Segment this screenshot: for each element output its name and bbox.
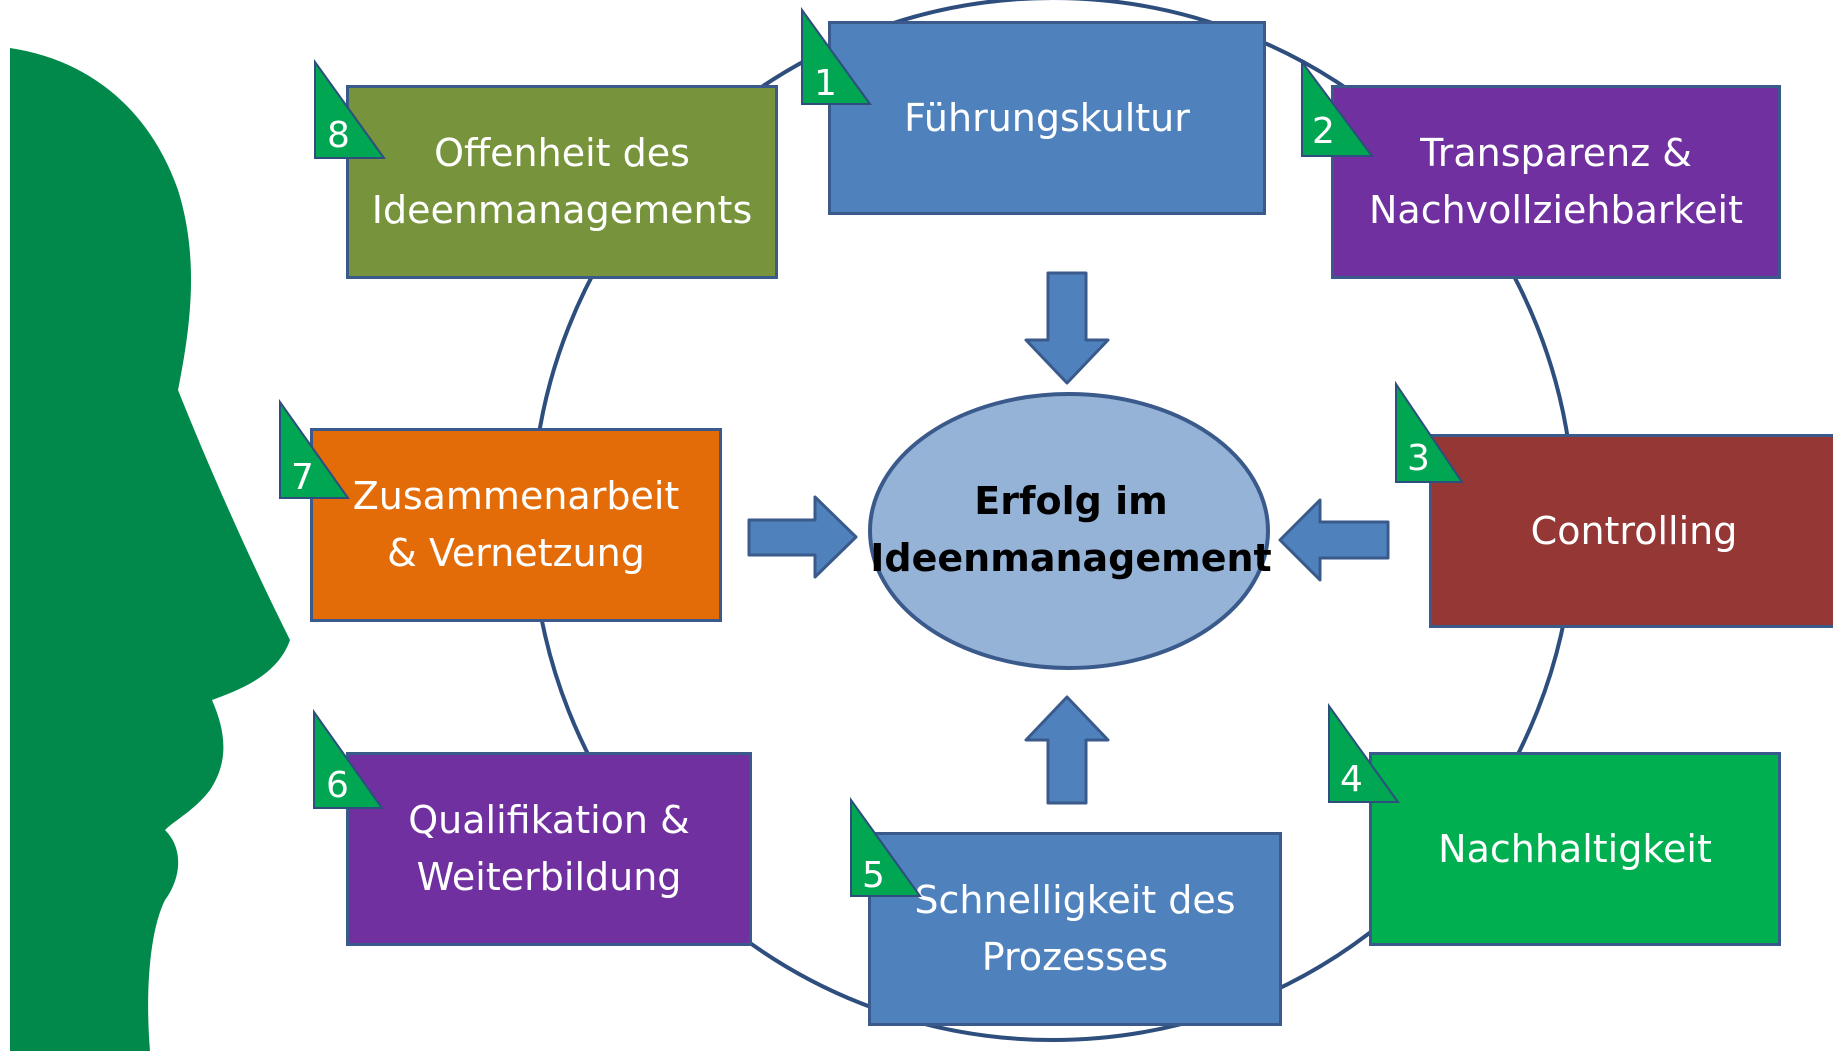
arrow-right: [1278, 498, 1390, 582]
center-ellipse: [868, 392, 1270, 670]
arrow-left: [747, 495, 858, 579]
factor-label: Transparenz & Nachvollziehbarkeit: [1368, 131, 1744, 232]
badge-number-6: 6: [326, 765, 349, 806]
badge-number-7: 7: [291, 457, 314, 498]
factor-box-4: Nachhaltigkeit: [1369, 752, 1781, 946]
badge-number-1: 1: [814, 63, 837, 104]
factor-label: Qualifikation & Weiterbildung: [408, 798, 690, 899]
head-silhouette: [10, 48, 290, 1051]
factor-label: Führungskultur: [904, 95, 1190, 140]
badge-number-2: 2: [1312, 111, 1335, 152]
badge-triangle-6: [313, 708, 384, 809]
factor-label: Schnelligkeit des Prozesses: [914, 878, 1236, 979]
factor-box-5: Schnelligkeit des Prozesses: [868, 832, 1282, 1026]
badge-number-3: 3: [1407, 438, 1430, 479]
badge-triangle-5: [850, 796, 922, 897]
factor-box-8: Offenheit des Ideenmanagements: [346, 85, 778, 279]
badge-triangle-2: [1301, 58, 1374, 157]
center-label: Erfolg im Ideenmanagement: [870, 479, 1272, 580]
badge-number-4: 4: [1340, 759, 1363, 800]
factor-box-6: Qualifikation & Weiterbildung: [346, 752, 752, 946]
badge-triangle-4: [1328, 702, 1400, 803]
factor-box-1: Führungskultur: [828, 21, 1266, 215]
badge-triangle-8: [314, 58, 386, 159]
arrow-top: [1024, 271, 1110, 385]
badge-number-5: 5: [862, 855, 885, 896]
factor-label: Zusammenarbeit & Vernetzung: [352, 474, 680, 575]
factor-label: Controlling: [1530, 508, 1738, 553]
badge-triangle-1: [801, 6, 872, 105]
badge-triangle-3: [1395, 380, 1464, 483]
factor-box-3: Controlling: [1429, 434, 1833, 628]
factor-box-7: Zusammenarbeit & Vernetzung: [310, 428, 722, 622]
factor-label: Nachhaltigkeit: [1438, 826, 1712, 871]
arrow-bottom: [1024, 695, 1110, 805]
factor-box-2: Transparenz & Nachvollziehbarkeit: [1331, 85, 1781, 279]
badge-number-8: 8: [327, 115, 350, 156]
badge-triangle-7: [279, 398, 350, 499]
factor-label: Offenheit des Ideenmanagements: [371, 131, 753, 232]
